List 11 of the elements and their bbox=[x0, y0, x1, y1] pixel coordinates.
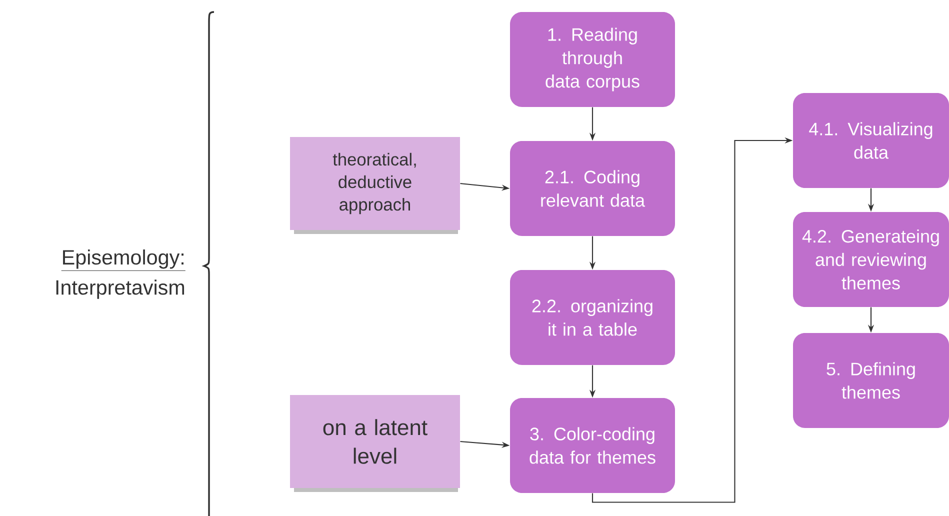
process-box: 2.1. Coding relevant data bbox=[510, 141, 675, 236]
process-box: 1. Reading through data corpus bbox=[510, 12, 675, 107]
sticky-note: theoratical, deductive approach bbox=[290, 137, 460, 234]
process-box: 5. Defining themes bbox=[793, 333, 949, 428]
process-box: 4.2. Generateing and reviewing themes bbox=[793, 212, 949, 307]
process-box: 3. Color-coding data for themes bbox=[510, 398, 675, 493]
label-text: Episemology: bbox=[61, 249, 186, 271]
label-text: Interpretavism bbox=[56, 280, 184, 299]
sticky-note: on a latent level bbox=[290, 395, 460, 492]
process-box: 4.1. Visualizing data bbox=[793, 93, 949, 188]
process-box: 2.2. organizing it in a table bbox=[510, 270, 675, 365]
